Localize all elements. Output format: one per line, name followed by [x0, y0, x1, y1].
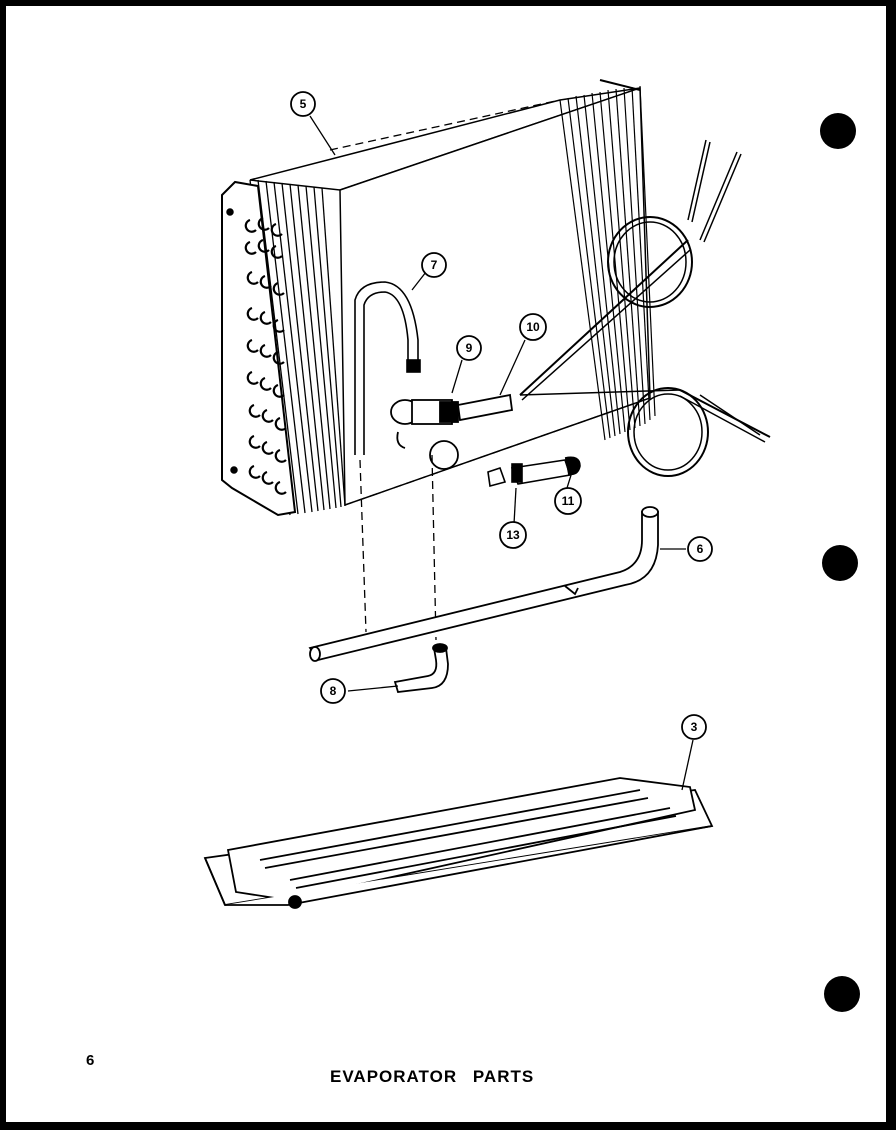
callout-6-label: 6: [697, 542, 704, 556]
callout-3-label: 3: [691, 720, 698, 734]
callout-7: 7: [421, 252, 447, 278]
callout-9: 9: [456, 335, 482, 361]
callout-3: 3: [681, 714, 707, 740]
drain-elbow: [393, 643, 449, 693]
callout-7-label: 7: [431, 258, 438, 272]
callout-11: 11: [554, 487, 582, 515]
callout-8: 8: [320, 678, 346, 704]
drain-tube: [308, 506, 659, 662]
drain-pan: [203, 777, 714, 909]
callout-9-label: 9: [466, 341, 473, 355]
sensor-bulb: [487, 456, 581, 488]
dashed-guides: [329, 99, 651, 641]
callout-5-label: 5: [300, 97, 307, 111]
leader-lines: [309, 115, 694, 791]
callout-10-label: 10: [526, 320, 540, 334]
callout-10: 10: [519, 313, 547, 341]
binder-hole-bottom: [824, 976, 860, 1012]
valve-assembly: [390, 393, 514, 470]
callout-13: 13: [499, 521, 527, 549]
page-title: EVAPORATOR PARTS: [330, 1067, 535, 1086]
callout-8-label: 8: [330, 684, 337, 698]
drain-hose: [354, 281, 421, 455]
callout-11-label: 11: [562, 494, 575, 508]
binder-hole-top: [820, 113, 856, 149]
page-number: 6: [86, 1052, 95, 1069]
capillary-tubes: [519, 139, 771, 477]
callout-13-label: 13: [506, 528, 520, 542]
binder-hole-middle: [822, 545, 858, 581]
callout-6: 6: [687, 536, 713, 562]
callout-5: 5: [290, 91, 316, 117]
